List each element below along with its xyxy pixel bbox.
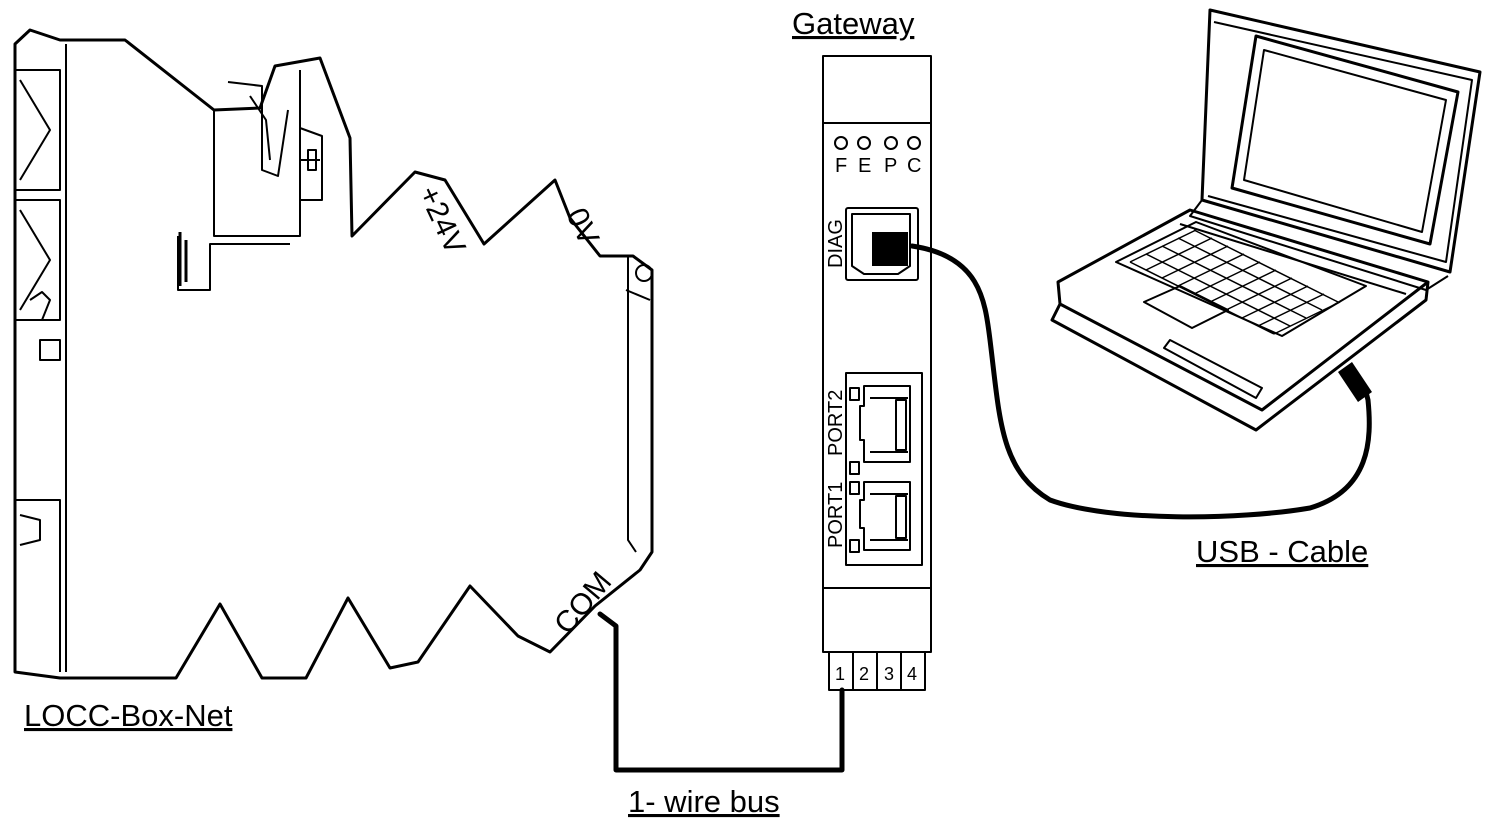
usb-plug [872, 232, 908, 266]
led-label-c: C [907, 155, 921, 177]
diag-usb-port [845, 207, 919, 281]
bus-caption: 1- wire bus [628, 784, 780, 819]
led-p [884, 136, 898, 150]
port2-label: PORT2 [825, 390, 847, 456]
one-wire-bus-cable [597, 611, 845, 773]
led-f [834, 136, 848, 150]
terminal-number-1: 1 [835, 664, 845, 684]
terminal-number-3: 3 [884, 664, 894, 684]
terminal-label-plus24v: +24V [412, 181, 472, 259]
led-c [907, 136, 921, 150]
led-e [857, 136, 871, 150]
usb-cable-caption: USB - Cable [1196, 534, 1368, 569]
diag-label: DIAG [825, 219, 847, 268]
led-indicators [834, 136, 921, 150]
terminal-label-com: COM [548, 566, 618, 641]
terminal-block [828, 651, 926, 691]
port2-jack [849, 385, 911, 475]
gateway-device [822, 55, 932, 691]
led-label-e: E [858, 155, 871, 177]
locc-box-caption: LOCC-Box-Net [24, 698, 233, 733]
led-label-f: F [835, 155, 847, 177]
laptop-icon [1050, 8, 1482, 432]
port1-label: PORT1 [825, 482, 847, 548]
led-label-p: P [884, 155, 897, 177]
port1-jack [849, 481, 911, 553]
locc-box-device [13, 28, 654, 680]
ethernet-panel [845, 372, 923, 566]
terminal-number-2: 2 [859, 664, 869, 684]
gateway-caption: Gateway [792, 6, 915, 41]
terminal-number-4: 4 [907, 664, 917, 684]
usb-cable [909, 243, 1372, 520]
